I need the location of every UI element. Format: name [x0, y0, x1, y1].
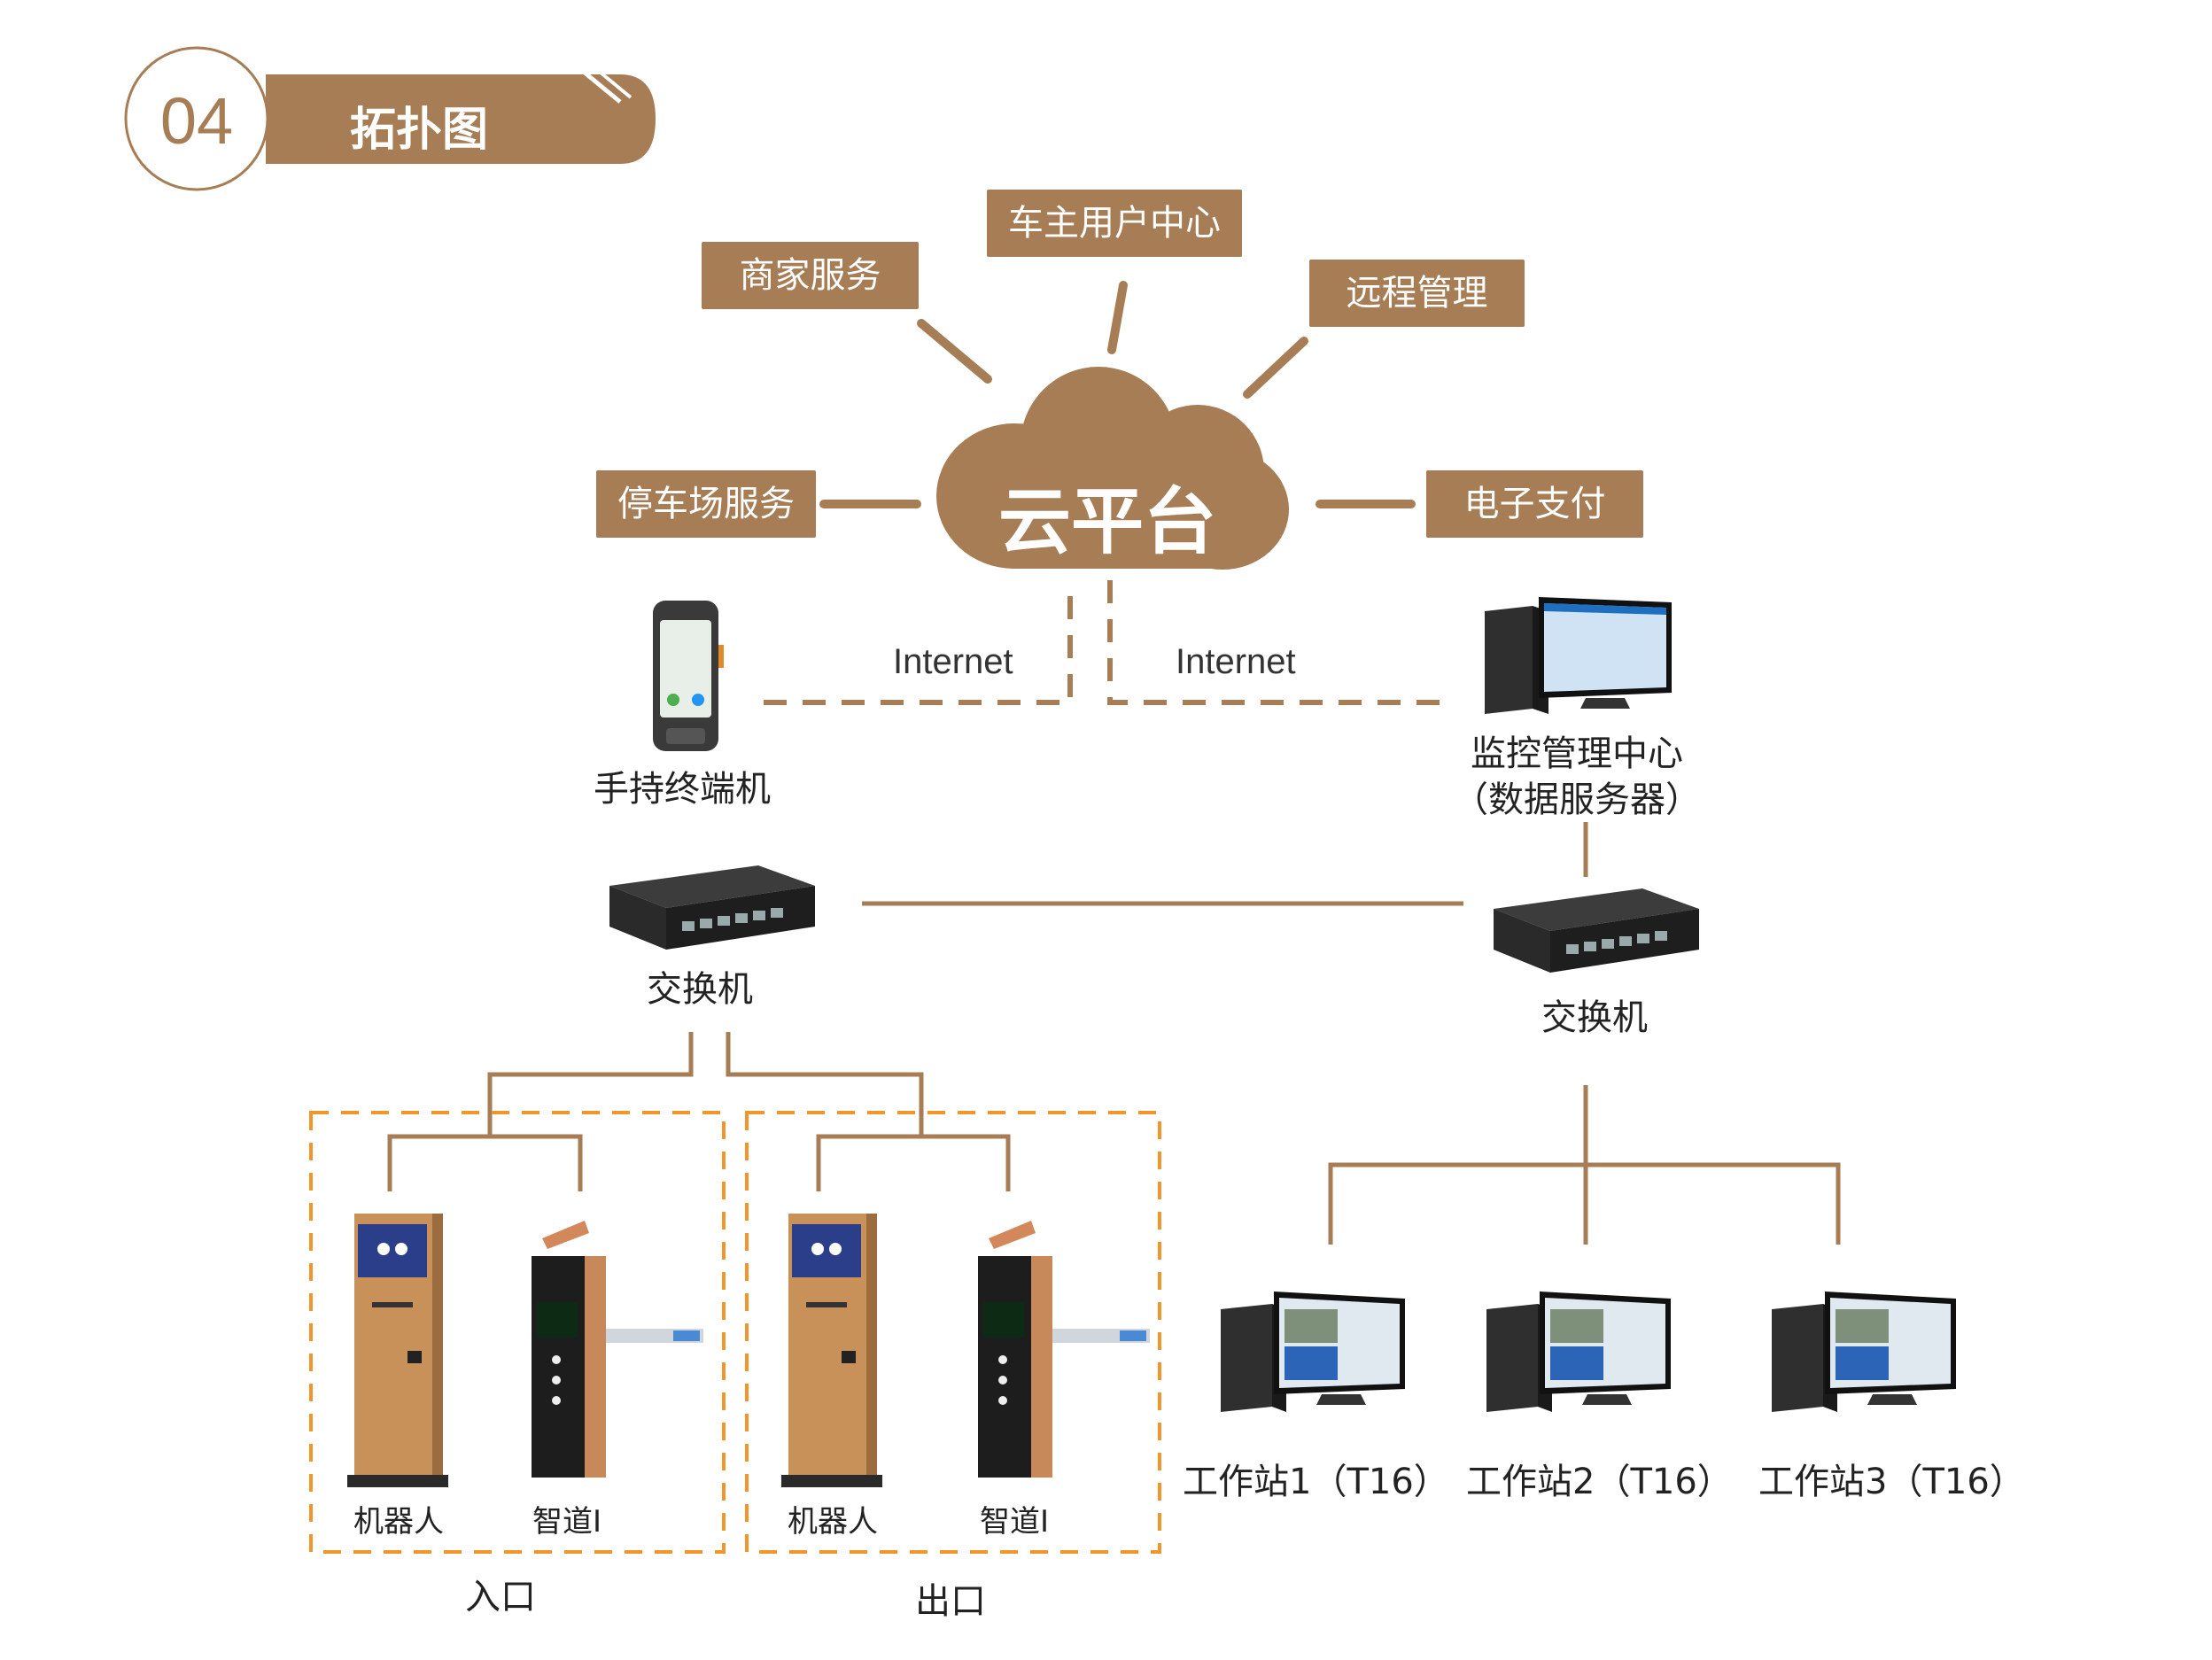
remote-management-tag: 远程管理: [1309, 260, 1525, 327]
e-payment-tag: 电子支付: [1426, 470, 1643, 538]
cloud-platform-label: 云平台: [997, 480, 1216, 564]
internet-label-right: Internet: [1176, 642, 1296, 681]
switch-right-label: 交换机: [1541, 997, 1648, 1038]
entry-robot-label: 机器人: [353, 1504, 444, 1540]
exit-robot-label: 机器人: [788, 1504, 878, 1540]
owner-center-tag: 车主用户中心: [987, 190, 1242, 257]
parking-service-tag: 停车场服务: [596, 470, 816, 538]
entry-lane-label: 入口: [465, 1577, 536, 1617]
page-title: 拓扑图: [350, 104, 489, 157]
switch-left-label: 交换机: [647, 969, 753, 1010]
entry-gate-label: 智道Ⅰ: [532, 1504, 602, 1540]
workstation-2-label: 工作站2（T16）: [1466, 1462, 1733, 1502]
section-number: 04: [159, 84, 234, 158]
handheld-terminal-label: 手持终端机: [594, 769, 771, 810]
exit-gate-label: 智道Ⅰ: [979, 1504, 1050, 1540]
data-server-label: （数据服务器）: [1453, 780, 1701, 820]
workstation-3-label: 工作站3（T16）: [1758, 1462, 2025, 1502]
merchant-service-tag: 商家服务: [702, 242, 919, 309]
workstation-1-label: 工作站1（T16）: [1183, 1462, 1449, 1502]
internet-label-left: Internet: [893, 642, 1013, 681]
exit-lane-label: 出口: [915, 1581, 986, 1622]
monitoring-center-label: 监控管理中心: [1471, 733, 1683, 774]
